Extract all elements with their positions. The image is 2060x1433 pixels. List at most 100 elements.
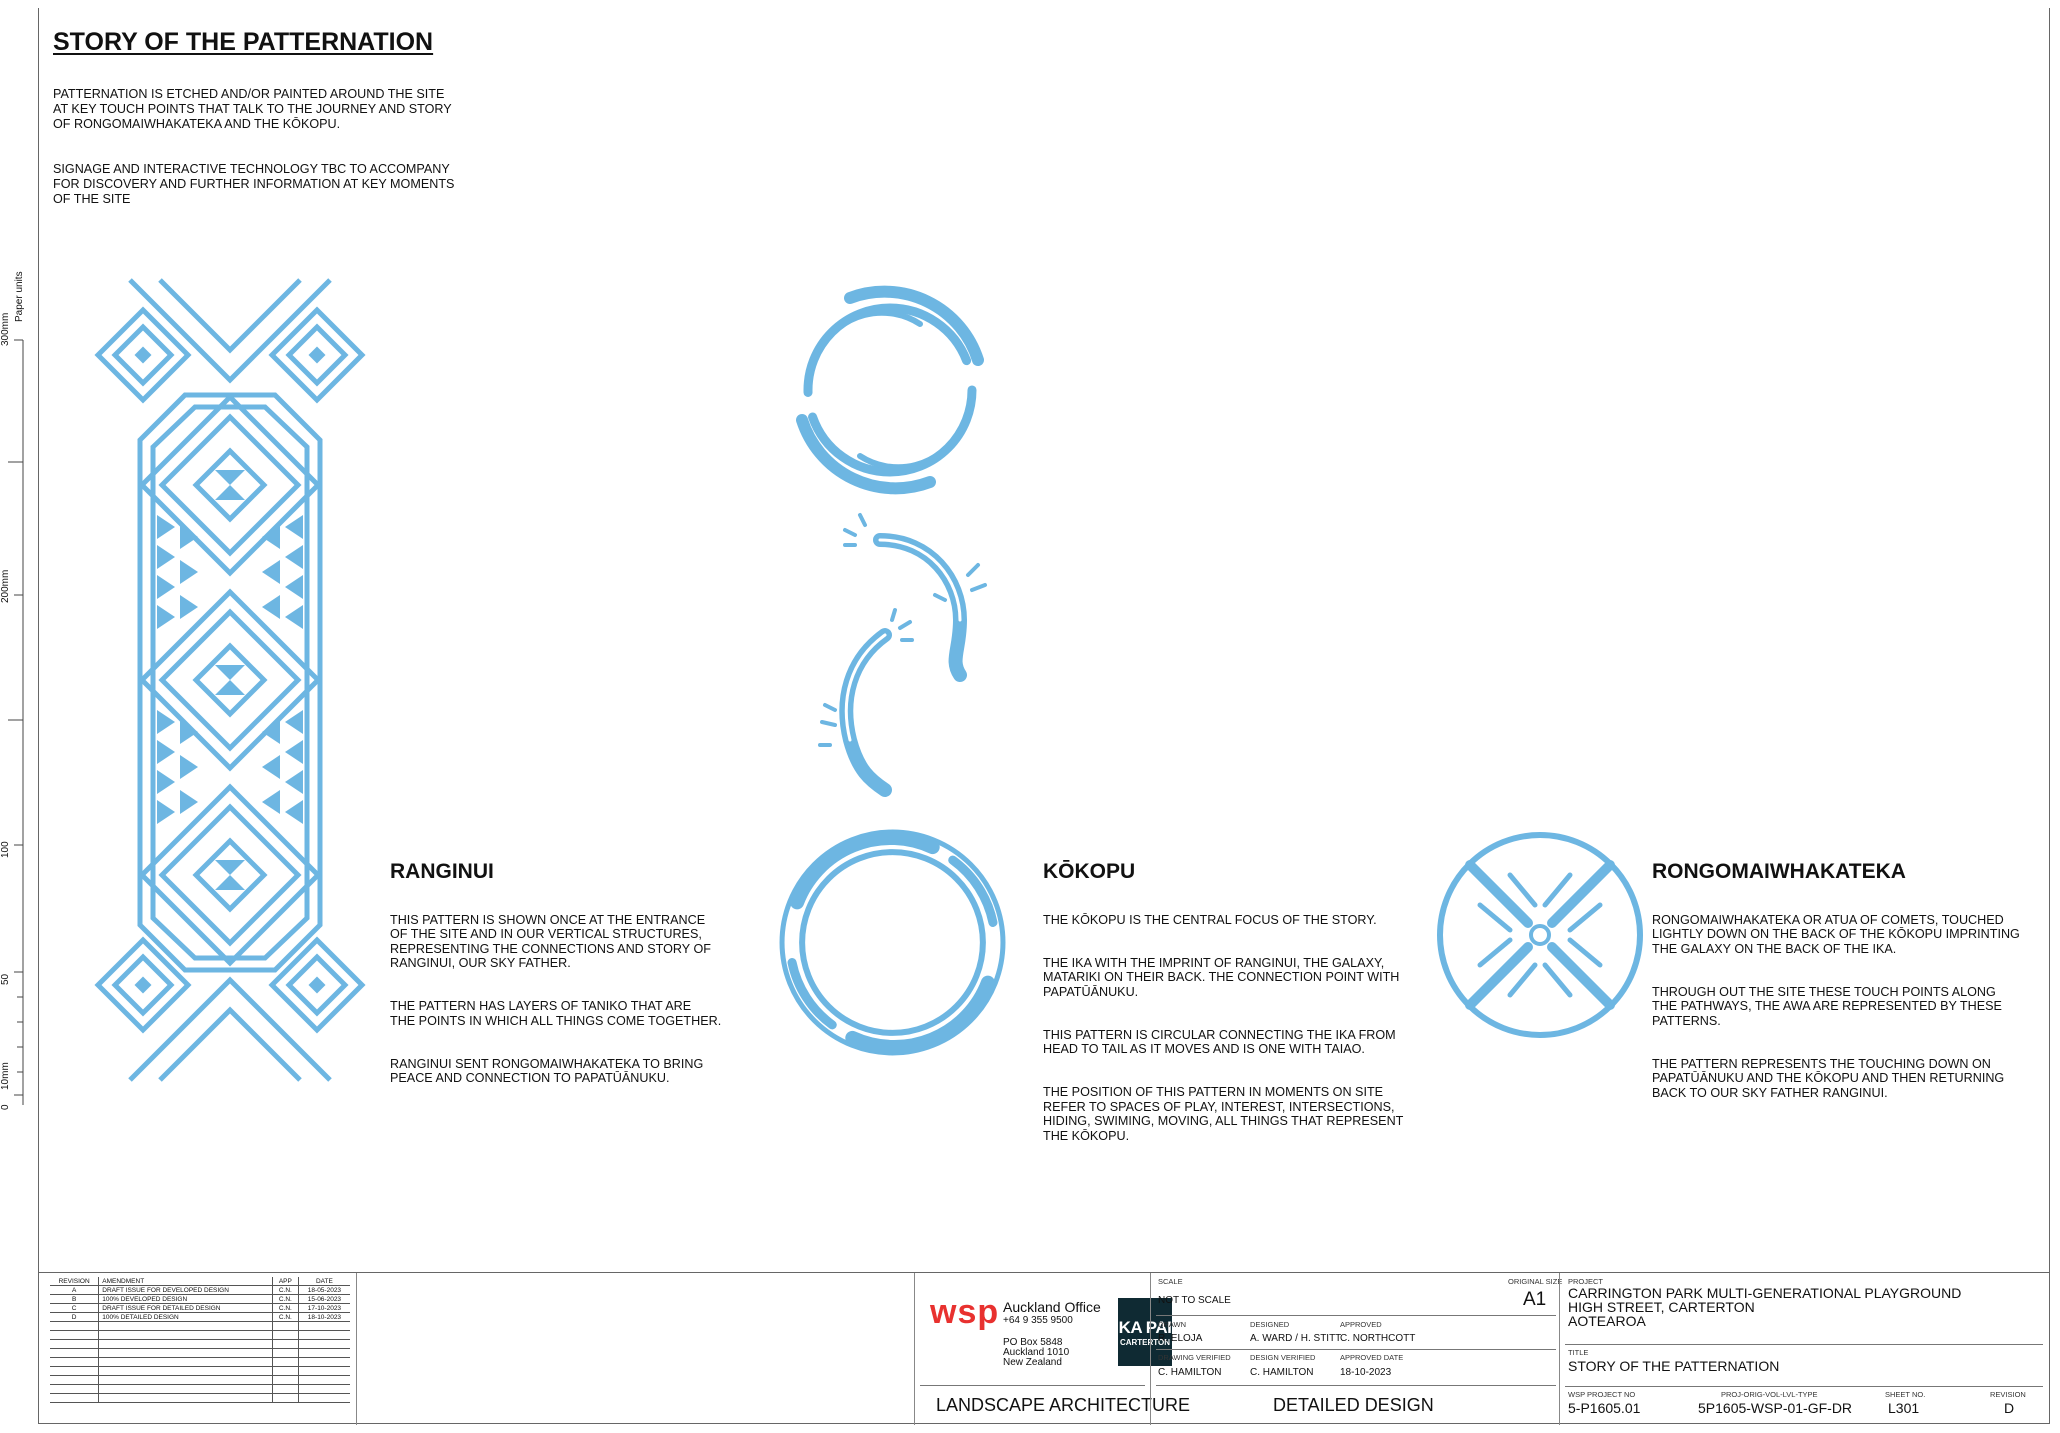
client-logo-text: CARTERTON <box>1119 1338 1171 1347</box>
section-paragraph: THIS PATTERN IS SHOWN ONCE AT THE ENTRAN… <box>390 912 711 971</box>
design-stage: DETAILED DESIGN <box>1273 1395 1434 1415</box>
section-paragraph: THROUGH OUT THE SITE THESE TOUCH POINTS … <box>1652 984 2002 1028</box>
drawing-verified-label: DRAWING VERIFIED <box>1158 1353 1231 1362</box>
office-address: Auckland 1010 <box>1003 1347 1070 1358</box>
ranginui-pattern-graphic <box>94 278 366 1082</box>
revision-cell: DRAFT ISSUE FOR DETAILED DESIGN <box>98 1303 273 1313</box>
designed-label: DESIGNED <box>1250 1320 1290 1329</box>
revision-cell: 100% DETAILED DESIGN <box>98 1312 273 1322</box>
scale-value: NOT TO SCALE <box>1158 1295 1231 1306</box>
section-paragraph: THE IKA WITH THE IMPRINT OF RANGINUI, TH… <box>1043 955 1400 999</box>
kokopu-circle-graphic <box>779 829 1006 1056</box>
approved-date-value: 18-10-2023 <box>1340 1367 1392 1378</box>
ruler-label: Paper units <box>14 271 25 322</box>
project-country: AOTEAROA <box>1568 1313 1646 1329</box>
ruler-label: 50 <box>0 973 11 985</box>
kokopu-circle-top-graphic <box>796 285 984 495</box>
ka-pai-carterton-logo: KA PAI CARTERTON <box>1118 1298 1172 1366</box>
section-paragraph: THE PATTERN HAS LAYERS OF TANIKO THAT AR… <box>390 999 722 1028</box>
revision-cell: C.N. <box>271 1312 299 1322</box>
revision-label: REVISION <box>1990 1390 2026 1399</box>
drawn-label: DRAWN <box>1158 1320 1187 1329</box>
revision-header: APP <box>271 1277 299 1286</box>
section-paragraph: THE PATTERN REPRESENTS THE TOUCHING DOWN… <box>1652 1056 2005 1100</box>
approved-value: C. NORTHCOTT <box>1340 1333 1416 1344</box>
section-paragraph: THE POSITION OF THIS PATTERN IN MOMENTS … <box>1043 1085 1404 1143</box>
section-heading: KŌKOPU <box>1043 860 1136 883</box>
wsp-project-no: 5-P1605.01 <box>1568 1400 1641 1416</box>
revision-header: AMENDMENT <box>98 1277 273 1286</box>
revision-cell: 17-10-2023 <box>297 1303 350 1313</box>
revision-value: D <box>2004 1400 2015 1416</box>
revision-cell: 18-05-2023 <box>297 1285 350 1295</box>
revision-cell: 15-06-2023 <box>297 1294 350 1304</box>
drawing-title: STORY OF THE PATTERNATION <box>1568 1358 1780 1374</box>
drawn-value: R. ELOJA <box>1158 1333 1203 1344</box>
section-rongomaiwhakateka: RONGOMAIWHAKATEKA RONGOMAIWHAKATEKA OR A… <box>1652 860 2020 1129</box>
scale-ruler <box>8 339 24 1105</box>
section-ranginui: RANGINUI THIS PATTERN IS SHOWN ONCE AT T… <box>390 860 721 1114</box>
revision-cell: 100% DEVELOPED DESIGN <box>98 1294 273 1304</box>
ruler-label: 200mm <box>0 569 11 603</box>
document-code-label: PROJ-ORIG-VOL-LVL-TYPE <box>1721 1390 1818 1399</box>
revision-cell: DRAFT ISSUE FOR DEVELOPED DESIGN <box>98 1285 273 1295</box>
revision-cell: C <box>50 1303 99 1313</box>
original-size-label: ORIGINAL SIZE <box>1508 1277 1563 1286</box>
approved-label: APPROVED <box>1340 1320 1382 1329</box>
intro-paragraph: SIGNAGE AND INTERACTIVE TECHNOLOGY TBC T… <box>53 162 455 206</box>
title-label: TITLE <box>1568 1348 1589 1357</box>
intro-text: PATTERNATION IS ETCHED AND/OR PAINTED AR… <box>53 72 454 237</box>
section-heading: RONGOMAIWHAKATEKA <box>1652 860 1906 883</box>
sheet-no: L301 <box>1888 1400 1920 1416</box>
ruler-label: 10mm <box>0 1062 11 1090</box>
kokopu-fish-graphic <box>818 513 987 797</box>
discipline: LANDSCAPE ARCHITECTURE <box>936 1395 1191 1415</box>
drawing-verified-value: C. HAMILTON <box>1158 1367 1222 1378</box>
project-name: CARRINGTON PARK MULTI-GENERATIONAL PLAYG… <box>1568 1285 1962 1301</box>
client-logo-text: KA PAI <box>1118 1318 1172 1337</box>
office-address: New Zealand <box>1003 1357 1062 1368</box>
revision-cell: C.N. <box>271 1294 299 1304</box>
approved-date-label: APPROVED DATE <box>1340 1353 1404 1362</box>
revision-cell: C.N. <box>271 1303 299 1313</box>
rongomaiwhakateka-graphic <box>1437 832 1643 1038</box>
revision-cell: A <box>50 1285 99 1295</box>
revision-cell: C.N. <box>271 1285 299 1295</box>
section-paragraph: RANGINUI SENT RONGOMAIWHAKATEKA TO BRING… <box>390 1056 704 1086</box>
intro-paragraph: PATTERNATION IS ETCHED AND/OR PAINTED AR… <box>53 87 452 131</box>
wsp-project-no-label: WSP PROJECT NO <box>1568 1390 1636 1399</box>
original-size-value: A1 <box>1523 1289 1547 1310</box>
project-label: PROJECT <box>1568 1277 1604 1286</box>
ruler-label: 300mm <box>0 312 11 346</box>
design-verified-label: DESIGN VERIFIED <box>1250 1353 1316 1362</box>
office-phone: +64 9 355 9500 <box>1003 1315 1073 1326</box>
revision-header: REVISION <box>50 1277 99 1286</box>
project-address: HIGH STREET, CARTERTON <box>1568 1299 1755 1315</box>
scale-label: SCALE <box>1158 1277 1183 1286</box>
ruler-label: 0 <box>0 1104 11 1110</box>
section-paragraph: THE KŌKOPU IS THE CENTRAL FOCUS OF THE S… <box>1043 912 1377 927</box>
revision-cell: D <box>50 1312 99 1322</box>
designed-value: A. WARD / H. STITT <box>1250 1333 1342 1344</box>
office-name: Auckland Office <box>1003 1299 1101 1315</box>
office-address: PO Box 5848 <box>1003 1337 1063 1348</box>
sheet-no-label: SHEET NO. <box>1885 1390 1926 1399</box>
document-code: 5P1605-WSP-01-GF-DR <box>1698 1400 1853 1416</box>
revision-header: DATE <box>297 1277 350 1286</box>
wsp-logo: wsp <box>930 1293 1000 1331</box>
design-verified-value: C. HAMILTON <box>1250 1367 1314 1378</box>
section-heading: RANGINUI <box>390 860 494 883</box>
ruler-label: 100 <box>0 841 11 858</box>
revision-cell: 18-10-2023 <box>297 1312 350 1322</box>
revision-cell: B <box>50 1294 99 1304</box>
section-paragraph: RONGOMAIWHAKATEKA OR ATUA OF COMETS, TOU… <box>1652 912 2020 956</box>
section-paragraph: THIS PATTERN IS CIRCULAR CONNECTING THE … <box>1043 1027 1396 1057</box>
page-title: STORY OF THE PATTERNATION <box>53 28 434 56</box>
section-kokopu: KŌKOPU THE KŌKOPU IS THE CENTRAL FOCUS O… <box>1043 860 1403 1172</box>
